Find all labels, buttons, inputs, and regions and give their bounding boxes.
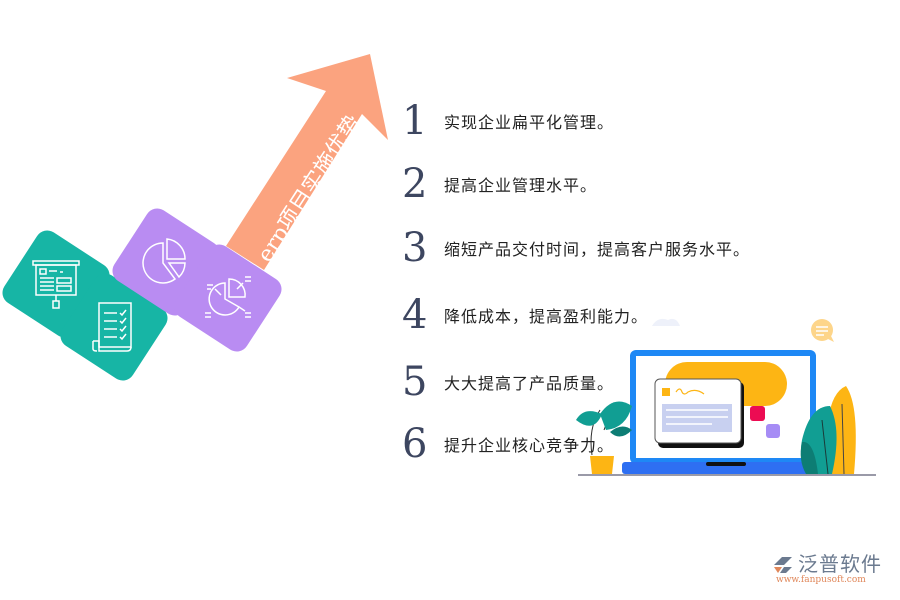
presentation-board-icon <box>32 260 80 309</box>
checklist-document-icon <box>92 302 132 352</box>
advantage-text: 大大提高了产品质量。 <box>444 374 615 393</box>
logo-name: 泛普软件 <box>798 552 882 576</box>
brand-logo: 泛普软件 www.fanpusoft.com <box>770 553 895 585</box>
advantage-item-5: 5 大大提高了产品质量。 <box>402 362 614 402</box>
chat-bubble-icon <box>811 319 834 342</box>
advantage-text: 缩短产品交付时间，提高客户服务水平。 <box>444 240 751 259</box>
growth-arrow-icon <box>226 54 388 270</box>
advantage-number: 3 <box>402 225 428 271</box>
laptop-illustration <box>576 318 876 476</box>
advantage-text: 降低成本，提高盈利能力。 <box>444 307 649 326</box>
advantage-item-1: 1 实现企业扁平化管理。 <box>402 101 614 141</box>
advantage-item-3: 3 缩短产品交付时间，提高客户服务水平。 <box>402 228 750 268</box>
logo-url: www.fanpusoft.com <box>776 575 866 585</box>
pie-chart-analysis-icon <box>205 276 251 318</box>
advantage-text: 实现企业扁平化管理。 <box>444 113 615 132</box>
tile-pie-chart <box>107 203 225 321</box>
pie-chart-icon <box>142 238 186 284</box>
advantage-text: 提高企业管理水平。 <box>444 176 598 195</box>
advantage-item-6: 6 提升企业核心竞争力。 <box>402 424 614 464</box>
advantage-number: 6 <box>402 421 428 467</box>
fanpu-logo-icon <box>774 557 792 573</box>
advantage-number: 1 <box>402 98 428 144</box>
advantage-item-2: 2 提高企业管理水平。 <box>402 164 597 204</box>
tile-pie-analysis <box>169 239 287 357</box>
tile-checklist <box>55 268 173 386</box>
tile-presentation <box>0 225 115 343</box>
advantage-item-4: 4 降低成本，提高盈利能力。 <box>402 295 648 335</box>
advantage-text: 提升企业核心竞争力。 <box>444 436 615 455</box>
advantage-number: 2 <box>402 161 428 207</box>
advantage-number: 4 <box>402 292 428 338</box>
advantage-number: 5 <box>402 359 428 405</box>
